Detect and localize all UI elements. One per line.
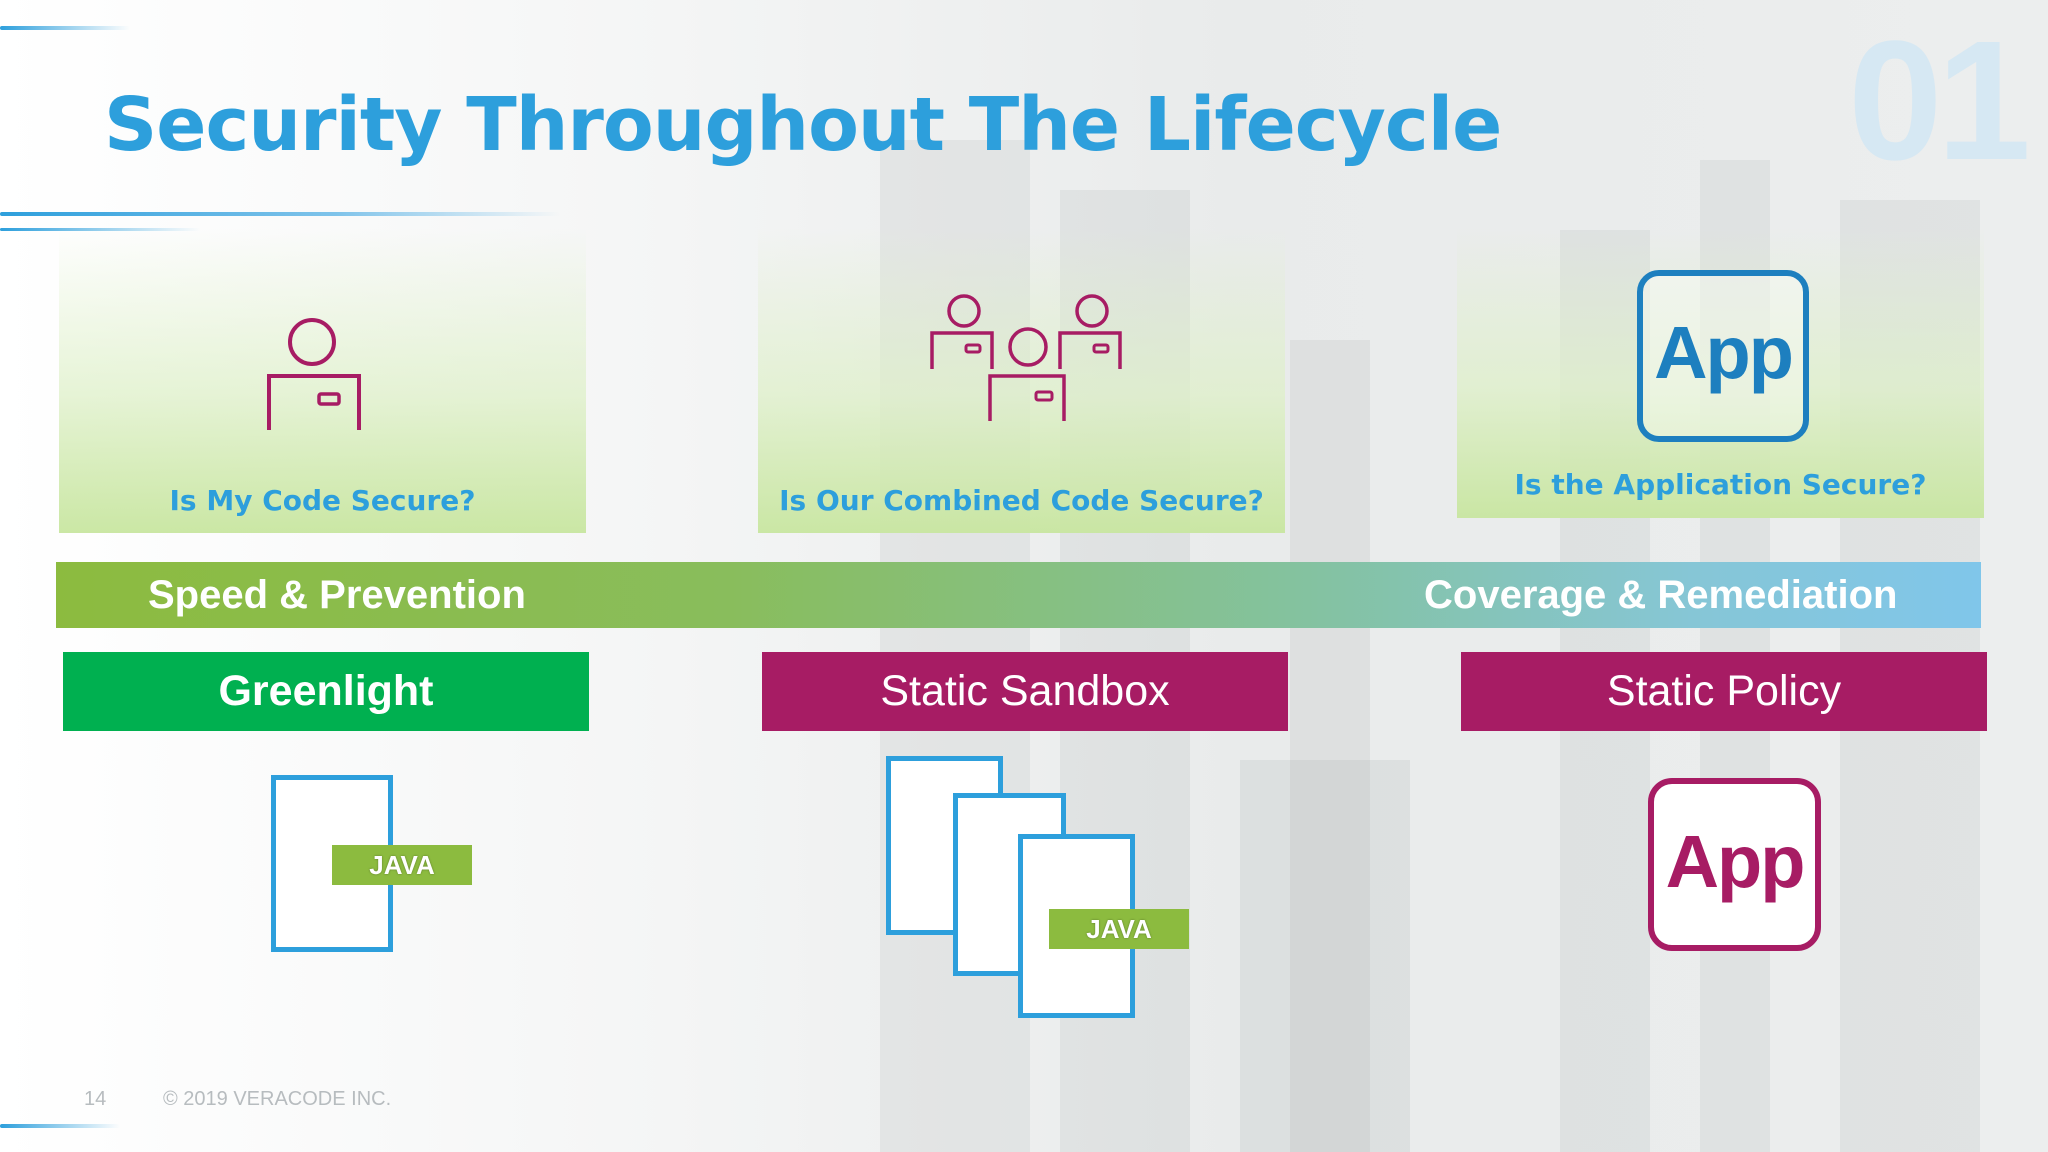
developer-team-icon	[930, 294, 1122, 421]
question-panel-combined-code: Is Our Combined Code Secure?	[758, 228, 1285, 533]
band-label-coverage-remediation: Coverage & Remediation	[1424, 573, 1898, 617]
static-sandbox-bar: Static Sandbox	[762, 652, 1288, 731]
speed-coverage-band: Speed & Prevention Coverage & Remediatio…	[56, 562, 1981, 628]
single-developer-icon	[267, 318, 361, 430]
question-panel-application: App Is the Application Secure?	[1457, 228, 1984, 518]
app-icon-text: App	[1654, 311, 1794, 394]
greenlight-label: Greenlight	[218, 667, 434, 715]
question-panel-my-code: Is My Code Secure?	[59, 228, 586, 533]
question-label-application: Is the Application Secure?	[1514, 468, 1927, 501]
static-policy-label: Static Policy	[1606, 667, 1842, 715]
static-sandbox-label: Static Sandbox	[880, 667, 1170, 715]
slide-title: Security Throughout The Lifecycle	[104, 82, 1502, 168]
greenlight-bar: Greenlight	[63, 652, 589, 731]
top-accent-line	[0, 26, 130, 30]
java-file-tag: JAVA	[332, 845, 472, 885]
title-underline-line	[0, 212, 560, 216]
copyright: © 2019 VERACODE INC.	[163, 1088, 392, 1110]
policy-app-icon-text: App	[1665, 820, 1806, 903]
section-number-watermark: 01	[1848, 6, 2031, 196]
java-files-tag: JAVA	[1049, 909, 1189, 949]
policy-app-icon: App	[1648, 778, 1821, 951]
app-icon: App	[1637, 270, 1809, 442]
band-label-speed-prevention: Speed & Prevention	[148, 573, 526, 617]
question-label-combined-code: Is Our Combined Code Secure?	[779, 484, 1264, 517]
question-label-my-code: Is My Code Secure?	[169, 484, 476, 517]
static-policy-bar: Static Policy	[1461, 652, 1987, 731]
page-number: 14	[84, 1088, 107, 1110]
bottom-accent-line	[0, 1124, 120, 1128]
